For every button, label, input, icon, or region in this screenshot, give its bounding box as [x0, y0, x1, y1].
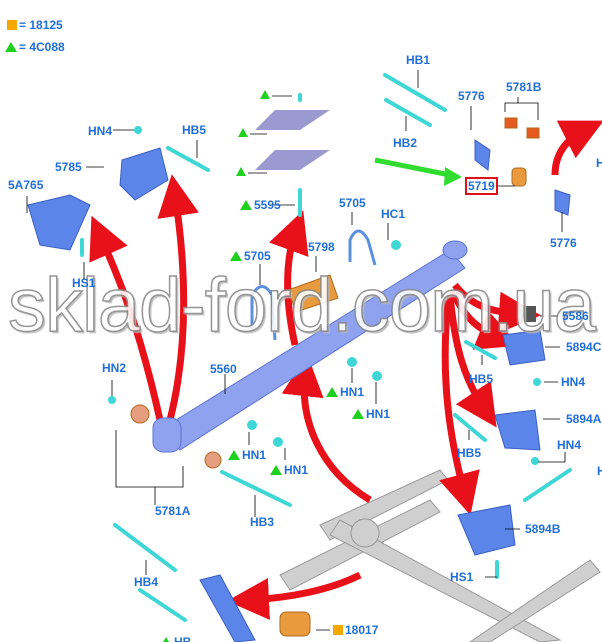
leader-lines: [26, 70, 566, 631]
legend-item-18125: = 18125: [7, 19, 63, 31]
callout-hn4[interactable]: HN4: [88, 124, 113, 138]
green-pointer-arrow: [374, 157, 451, 178]
callout-hb5-b[interactable]: HB5: [469, 372, 494, 386]
callout-5719-highlighted[interactable]: 5719: [465, 177, 498, 195]
brackets: [27, 139, 571, 642]
orange-square-icon: [7, 20, 17, 30]
callout-5894b[interactable]: 5894B: [525, 522, 561, 536]
callout-5894a[interactable]: 5894A: [566, 412, 602, 426]
green-triangle-icon: [160, 637, 172, 642]
legend-text: = 4C088: [19, 40, 65, 54]
callout-18017[interactable]: 18017: [333, 624, 378, 636]
u-bolts: [250, 229, 377, 341]
callout-hb5[interactable]: HB5: [182, 123, 207, 137]
bracket-5894b: [457, 504, 516, 556]
callout-5595[interactable]: 5595: [240, 199, 281, 211]
bracket-5894c: [502, 329, 546, 366]
callout-hn1-c[interactable]: HN1: [326, 386, 364, 398]
callout-hn1-d[interactable]: HN1: [352, 408, 390, 420]
callout-hb1[interactable]: HB1: [406, 53, 431, 67]
green-triangle-icon: [240, 200, 252, 210]
callout-hn2[interactable]: HN2: [102, 361, 127, 375]
callout-partial-h[interactable]: H: [596, 156, 602, 170]
green-triangle-icon: [352, 409, 364, 419]
callout-5a765[interactable]: 5A765: [8, 178, 44, 192]
spacer-plates: [255, 110, 330, 170]
leaf-spring-5560: [152, 240, 468, 453]
bracket-5785: [119, 147, 169, 201]
callout-text: 5705: [244, 249, 271, 263]
callout-5798[interactable]: 5798: [308, 240, 335, 254]
callout-5560[interactable]: 5560: [210, 362, 237, 376]
callout-hb4[interactable]: HB4: [134, 575, 159, 589]
shock-absorber: [199, 574, 256, 642]
callout-hn4-c[interactable]: HN4: [557, 438, 582, 452]
callout-5785[interactable]: 5785: [55, 160, 82, 174]
bolts: [80, 73, 572, 622]
legend-item-4c088: = 4C088: [5, 41, 65, 53]
green-arrowhead: [444, 167, 462, 186]
callout-hb5-c[interactable]: HB5: [457, 446, 482, 460]
green-triangle-icon: [5, 42, 17, 52]
legend-text: = 18125: [19, 18, 63, 32]
nuts: [108, 126, 541, 465]
callout-hn1[interactable]: HN1: [228, 449, 266, 461]
callout-text: HN1: [242, 448, 267, 462]
callout-text: HN1: [340, 385, 365, 399]
callout-hb3[interactable]: HB3: [250, 515, 275, 529]
callout-5776[interactable]: 5776: [458, 89, 485, 103]
red-arrows: [89, 120, 602, 620]
callout-text: HN1: [366, 407, 391, 421]
callout-hn1-b[interactable]: HN1: [270, 464, 308, 476]
bushings: [130, 117, 540, 637]
green-triangle-icon: [326, 387, 338, 397]
callout-hb-cut[interactable]: HB: [160, 636, 191, 642]
green-triangle-icon: [270, 465, 282, 475]
callout-hn4-b[interactable]: HN4: [561, 375, 586, 389]
legend-triangles-callouts: [236, 90, 270, 176]
callout-5776-b[interactable]: 5776: [550, 236, 577, 250]
callout-text: HN1: [284, 463, 309, 477]
callout-text: 5595: [254, 198, 281, 212]
callout-text: HB: [174, 635, 192, 642]
callout-hc1[interactable]: HC1: [381, 207, 406, 221]
rear-axle: [279, 469, 601, 642]
green-triangle-icon: [230, 251, 242, 261]
callout-5781a[interactable]: 5781A: [155, 504, 191, 518]
callout-5705-b[interactable]: 5705: [339, 196, 366, 210]
callout-5781b[interactable]: 5781B: [506, 80, 542, 94]
bump-stop-5586: [520, 306, 536, 322]
callout-text: 18017: [345, 623, 379, 637]
callout-5894c[interactable]: 5894C: [566, 340, 602, 354]
green-triangle-icon: [228, 450, 240, 460]
callout-5705[interactable]: 5705: [230, 250, 271, 262]
callout-hb2[interactable]: HB2: [393, 136, 418, 150]
bracket-5894a: [494, 409, 541, 451]
orange-square-icon: [333, 625, 343, 635]
callout-partial-h-b[interactable]: H: [597, 464, 602, 478]
watermark: sklad-ford.com.ua: [7, 262, 597, 349]
callout-5586[interactable]: 5586: [562, 309, 589, 323]
callout-hs1-b[interactable]: HS1: [450, 570, 474, 584]
callout-hs1[interactable]: HS1: [72, 276, 96, 290]
bracket-5a765: [27, 194, 91, 251]
